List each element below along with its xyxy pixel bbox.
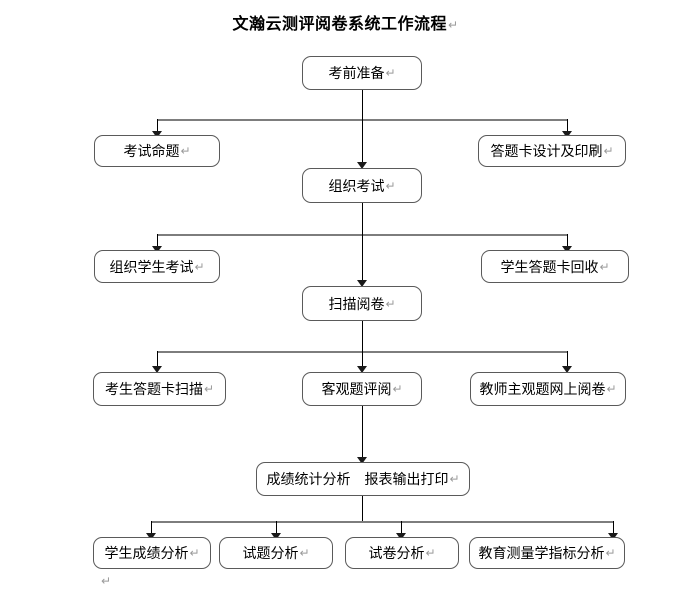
arrow-l7-4 — [608, 533, 618, 540]
node-label: 组织学生考试 — [109, 258, 194, 275]
node-label: 教育测量学指标分析 — [478, 545, 605, 561]
connector-vertical-bus3-l5center — [362, 351, 363, 371]
connector-vertical-l2-bus2 — [362, 203, 363, 235]
node-organize-exam[interactable]: 组织考试↵ — [302, 168, 422, 203]
connector-drop-l3-left — [157, 234, 158, 250]
node-objective-question-marking[interactable]: 客观题评阅↵ — [302, 372, 422, 406]
page-title-text: 文瀚云测评阅卷系统工作流程 — [232, 16, 447, 33]
node-label: 考前准备 — [328, 65, 385, 81]
node-label: 学生成绩分析 — [104, 545, 189, 561]
connector-drop-l1-right — [567, 119, 568, 135]
arrow-l5-left — [152, 366, 162, 373]
node-label: 考生答题卡扫描 — [104, 381, 203, 397]
connector-drop-l5-right — [567, 351, 568, 369]
connector-drop-l7-2 — [276, 521, 277, 536]
arrow-l1-right — [562, 131, 572, 138]
connector-bus-level7 — [151, 521, 613, 523]
connector-drop-l7-4 — [613, 521, 614, 536]
node-answer-sheet-design-printing[interactable]: 答题卡设计及印刷↵ — [478, 135, 626, 167]
paragraph-mark-icon: ↵ — [449, 472, 460, 486]
paragraph-mark-icon: ↵ — [603, 144, 614, 158]
arrow-l7-1 — [146, 533, 156, 540]
arrow-l5-right — [562, 366, 572, 373]
arrow-l4-center — [357, 280, 367, 287]
connector-vertical-bus2-l4 — [362, 234, 363, 283]
paragraph-mark-icon: ↵ — [425, 546, 436, 560]
node-teacher-subjective-online-marking[interactable]: 教师主观题网上阅卷↵ — [470, 372, 626, 406]
stray-paragraph-mark-icon: ↵ — [101, 574, 112, 588]
connector-drop-l5-left — [157, 351, 158, 369]
paragraph-mark-icon: ↵ — [203, 382, 215, 396]
node-question-analysis[interactable]: 试题分析↵ — [219, 537, 333, 569]
connector-drop-l7-1 — [151, 521, 152, 536]
paragraph-mark-icon: ↵ — [299, 546, 310, 560]
connector-vertical-l5-l6 — [362, 406, 363, 461]
node-label: 成绩统计分析 报表输出打印 — [266, 471, 449, 487]
connector-drop-l7-3 — [401, 521, 402, 536]
node-score-statistics-and-report-printing[interactable]: 成绩统计分析 报表输出打印↵ — [256, 462, 470, 496]
arrow-l1-left — [152, 131, 162, 138]
node-label: 扫描阅卷 — [328, 295, 385, 312]
paragraph-mark-icon: ↵ — [605, 546, 616, 560]
connector-vertical-l6-bus4 — [362, 496, 363, 522]
connector-drop-l3-right — [567, 234, 568, 250]
paragraph-mark-icon: ↵ — [447, 18, 459, 32]
arrow-l2-center — [357, 162, 367, 169]
paragraph-mark-icon: ↵ — [385, 178, 396, 193]
node-label: 试卷分析 — [368, 545, 425, 561]
arrow-l5-center — [357, 366, 367, 373]
connector-vertical-l0-bus1 — [362, 90, 363, 120]
node-label: 组织考试 — [328, 177, 385, 194]
arrow-l7-3 — [396, 533, 406, 540]
node-paper-analysis[interactable]: 试卷分析↵ — [345, 537, 459, 569]
node-label: 试题分析 — [242, 545, 299, 561]
arrow-l3-right — [562, 246, 572, 253]
node-candidate-answer-sheet-scan[interactable]: 考生答题卡扫描↵ — [93, 372, 226, 406]
paragraph-mark-icon: ↵ — [392, 382, 403, 396]
paragraph-mark-icon: ↵ — [385, 296, 396, 311]
paragraph-mark-icon: ↵ — [189, 546, 200, 560]
arrow-l6-center — [357, 457, 367, 464]
paragraph-mark-icon: ↵ — [385, 66, 396, 80]
node-label: 客观题评阅 — [321, 381, 392, 397]
paragraph-mark-icon: ↵ — [194, 259, 205, 274]
node-label: 考试命题 — [123, 143, 180, 159]
arrow-l7-2 — [271, 533, 281, 540]
node-educational-measurement-index-analysis[interactable]: 教育测量学指标分析↵ — [469, 537, 625, 569]
node-label: 答题卡设计及印刷 — [490, 143, 603, 159]
connector-vertical-l4-bus3 — [362, 321, 363, 353]
node-label: 学生答题卡回收 — [500, 258, 599, 275]
connector-vertical-bus1-l2 — [362, 119, 363, 166]
node-student-answer-sheet-collection[interactable]: 学生答题卡回收↵ — [481, 250, 629, 283]
node-organize-student-exam[interactable]: 组织学生考试↵ — [94, 250, 220, 283]
node-scan-marking[interactable]: 扫描阅卷↵ — [302, 286, 422, 321]
paragraph-mark-icon: ↵ — [606, 382, 617, 396]
node-exam-question-setting[interactable]: 考试命题↵ — [94, 135, 220, 167]
node-label: 教师主观题网上阅卷 — [479, 381, 606, 397]
paragraph-mark-icon: ↵ — [599, 259, 610, 274]
node-exam-preparation[interactable]: 考前准备↵ — [302, 56, 422, 90]
arrow-l3-left — [152, 246, 162, 253]
connector-drop-l1-left — [157, 119, 158, 135]
page-title: 文瀚云测评阅卷系统工作流程↵ — [0, 10, 691, 34]
paragraph-mark-icon: ↵ — [180, 144, 191, 158]
node-student-score-analysis[interactable]: 学生成绩分析↵ — [93, 537, 211, 569]
